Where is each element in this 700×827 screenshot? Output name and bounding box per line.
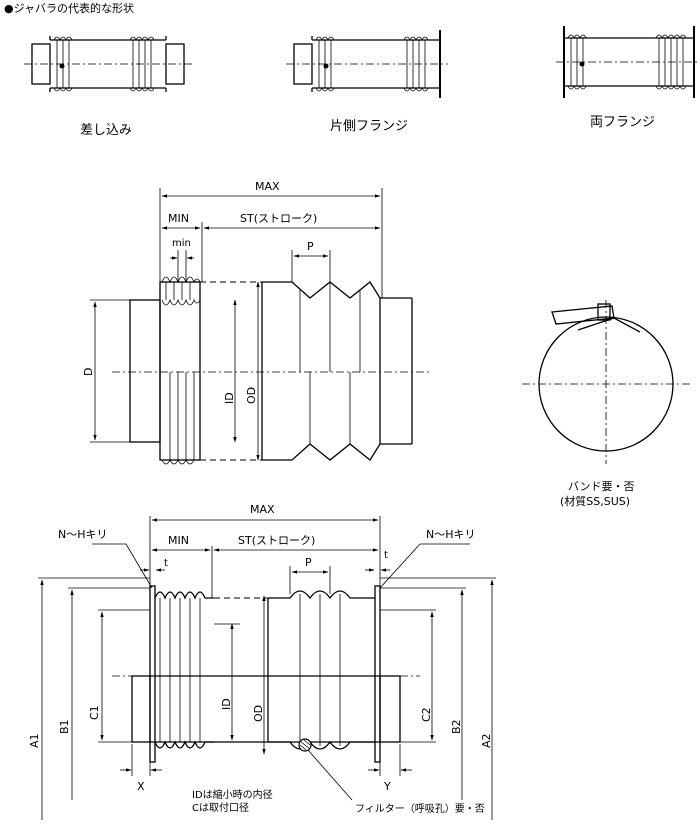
fig1-id-label: ID	[223, 392, 236, 404]
fig2-a2-label: A2	[480, 733, 493, 748]
fig2-c2-label: C2	[420, 707, 433, 722]
fig2-a1-label: A1	[28, 733, 41, 748]
fig1-stroke-label: ST(ストローク)	[240, 212, 317, 225]
heading: ●ジャバラの代表的な形状	[4, 1, 134, 15]
fig2-b2-label: B2	[450, 719, 463, 734]
fig1-pitch-label: P	[307, 240, 314, 253]
fig2-t-left-label: t	[164, 558, 168, 569]
band-line1: バンド要・否	[568, 480, 635, 493]
fig2-b1-label: B1	[58, 719, 71, 734]
fig2-pitch-label: P	[305, 556, 312, 569]
band-line2: (材質SS,SUS)	[560, 494, 630, 508]
fig2-y-label: Y	[383, 780, 391, 793]
fig2-filter-label: フィルター（呼吸孔）要・否	[355, 803, 485, 815]
shape-katagawa-flange	[286, 30, 448, 98]
fig2-note2: Cは取付口径	[192, 801, 249, 814]
fig2-id-label: ID	[220, 698, 233, 710]
fig2-x-label: X	[137, 780, 145, 793]
fig2-t-right-label: t	[384, 550, 388, 561]
fig2-bellows	[38, 516, 496, 820]
shape-label-sashikomi: 差し込み	[80, 123, 132, 138]
fig2-max-label: MAX	[250, 503, 275, 516]
fig1-bellows	[90, 188, 430, 465]
fig2-hole-left-label: N～Hキリ	[58, 528, 108, 541]
shape-sashikomi	[24, 36, 192, 92]
fig2-hole-right-label: N～Hキリ	[426, 528, 476, 541]
fig2-note1: IDは縮小時の内径	[192, 788, 273, 801]
shape-ryo-flange	[556, 26, 700, 98]
shape-label-katagawa-flange: 片側フランジ	[330, 119, 408, 134]
fig2-od-label: OD	[252, 705, 265, 722]
fig2-stroke-label: ST(ストローク)	[238, 534, 315, 547]
band-clamp-figure	[522, 300, 690, 464]
fig1-od-label: OD	[245, 387, 258, 404]
fig2-min-label: MIN	[168, 534, 189, 547]
fig1-min-label: MIN	[168, 212, 189, 225]
fig2-c1-label: C1	[88, 705, 101, 720]
shape-label-ryo-flange: 両フランジ	[590, 115, 655, 130]
fig1-d-label: D	[82, 368, 95, 376]
fig1-min-small-label: min	[172, 238, 191, 249]
fig1-max-label: MAX	[255, 180, 280, 193]
